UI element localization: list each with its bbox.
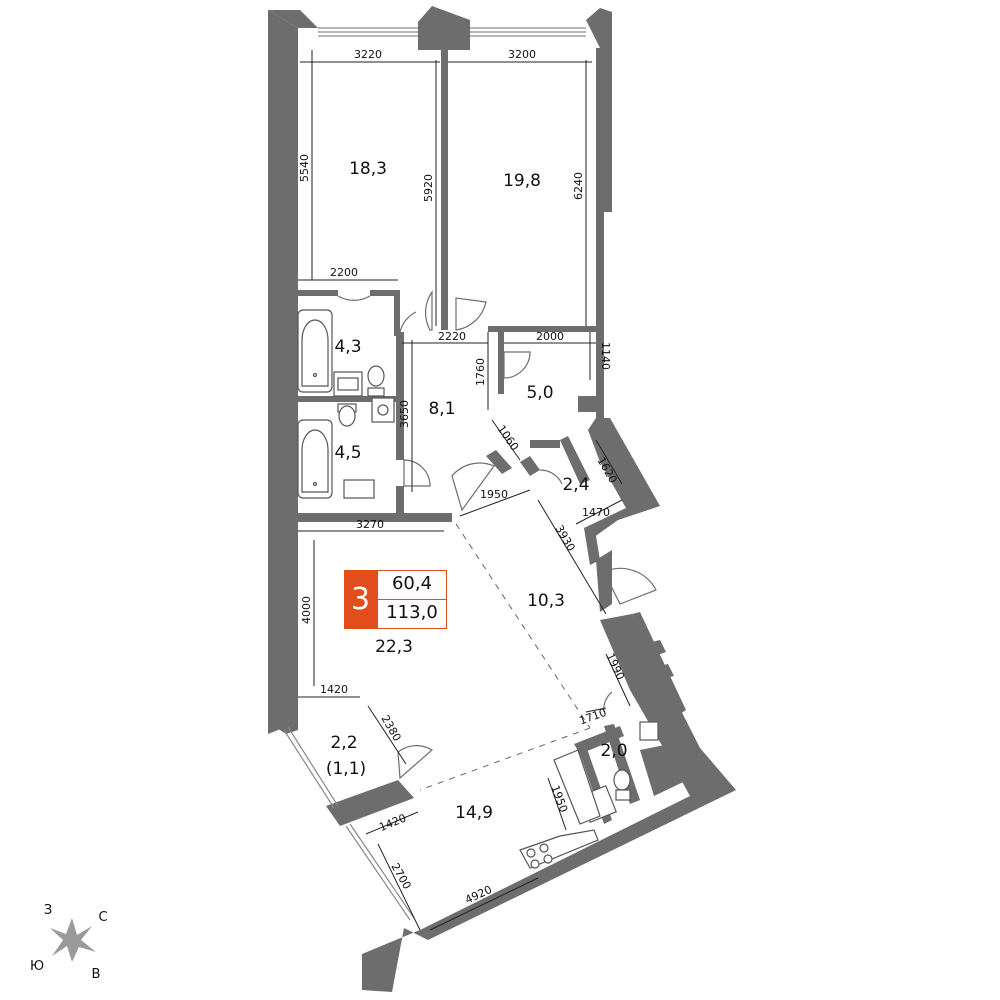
dim-1060: 1060 (495, 423, 522, 453)
compass-south-label: Ю (30, 959, 44, 974)
room-area-corridor: 10,3 (527, 591, 565, 611)
dim-6240: 6240 (572, 172, 585, 200)
compass-north-label: С (98, 910, 107, 925)
zone-lines (419, 523, 591, 791)
dim-3220: 3220 (354, 48, 382, 61)
dim-1420-b: 1420 (377, 811, 408, 834)
dim-5920: 5920 (422, 174, 435, 202)
room-area-wc: 2,0 (600, 741, 627, 761)
windows (283, 27, 586, 921)
room-area-bath-2: 4,5 (334, 443, 361, 463)
dim-2000: 2000 (536, 330, 564, 343)
room-area-living: 22,3 (375, 637, 413, 657)
dim-2220: 2220 (438, 330, 466, 343)
dim-1470: 1470 (582, 506, 610, 519)
dim-3200: 3200 (508, 48, 536, 61)
room-area-bath-1: 4,3 (334, 337, 361, 357)
dim-3650: 3650 (398, 400, 411, 428)
room-area-closet-1: 5,0 (526, 383, 553, 403)
dim-5540: 5540 (298, 154, 311, 182)
living-area-value: 60,4 (391, 573, 433, 594)
compass: З С Ю В (30, 903, 108, 982)
apartment-area-badge: 3 60,4 113,0 (344, 570, 447, 629)
room-area-labels: 18,3 19,8 4,3 8,1 5,0 4,5 2,4 22,3 10,3 … (326, 159, 628, 823)
dim-3930: 3930 (552, 523, 577, 554)
room-area-loggia: 2,2 (330, 733, 357, 753)
dim-2200: 2200 (330, 266, 358, 279)
rooms-count-badge: 3 (344, 570, 377, 629)
dim-1760: 1760 (474, 358, 487, 386)
total-area-value: 113,0 (386, 602, 438, 623)
compass-west-label: З (44, 903, 52, 918)
compass-star-icon (50, 918, 96, 962)
dim-1420-a: 1420 (320, 683, 348, 696)
dim-1710: 1710 (577, 706, 608, 728)
room-area-kitchen: 14,9 (455, 803, 493, 823)
room-area-closet-2: 2,4 (562, 475, 589, 495)
area-box: 60,4 113,0 (377, 570, 447, 629)
area-separator (378, 599, 446, 600)
doors (337, 290, 657, 780)
dim-4000: 4000 (300, 596, 313, 624)
room-area-hall: 8,1 (428, 399, 455, 419)
room-area-bedroom-right: 19,8 (503, 171, 541, 191)
dim-1140: 1140 (599, 342, 612, 370)
compass-east-label: В (92, 967, 101, 982)
dim-1950-a: 1950 (480, 488, 508, 501)
room-area-bedroom-left: 18,3 (349, 159, 387, 179)
fixtures (297, 309, 659, 869)
dim-3270: 3270 (356, 518, 384, 531)
dimension-lines (298, 50, 631, 931)
walls (268, 6, 736, 992)
room-area-loggia-sub: (1,1) (326, 759, 366, 779)
